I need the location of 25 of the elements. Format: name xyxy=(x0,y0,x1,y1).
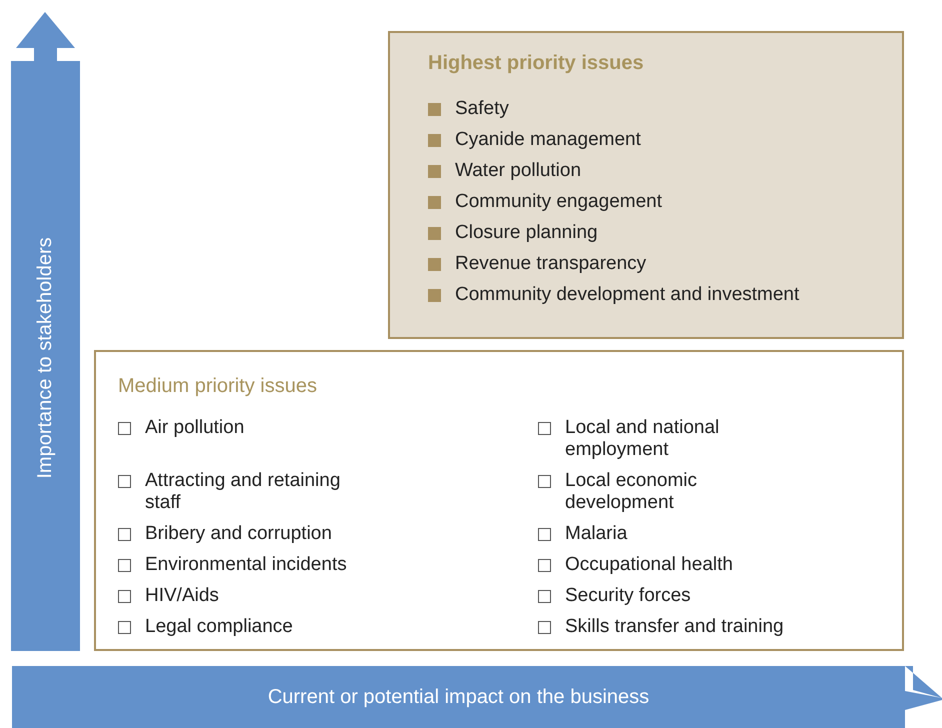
box-heading: Highest priority issues xyxy=(428,51,644,76)
issue-item: Closure planning xyxy=(455,222,598,244)
issue-item: Revenue transparency xyxy=(455,253,646,275)
axis-label: Importance to stakeholders xyxy=(33,237,57,479)
issue-item: Environmental incidents xyxy=(145,554,347,576)
issue-item: HIV/Aids xyxy=(145,585,219,607)
issue-item: Cyanide management xyxy=(455,129,641,151)
issue-item: Safety xyxy=(455,98,509,120)
issue-item: Attracting and retaining staff xyxy=(145,470,342,514)
issue-item: Local and national employment xyxy=(565,417,720,461)
issue-item: Malaria xyxy=(565,523,628,545)
issue-item: Occupational health xyxy=(565,554,733,576)
issue-item: Water pollution xyxy=(455,160,582,182)
priority-box xyxy=(388,31,904,339)
issue-item: Skills transfer and training xyxy=(565,616,784,638)
issue-item: Local economic development xyxy=(565,470,698,514)
issue-item: Security forces xyxy=(565,585,691,607)
issue-item: Bribery and corruption xyxy=(145,523,332,545)
axis-label: Current or potential impact on the business xyxy=(268,685,650,710)
box-heading: Medium priority issues xyxy=(118,374,317,399)
issue-item: Air pollution xyxy=(145,417,244,439)
issue-item: Community development and investment xyxy=(455,284,800,306)
issue-item: Community engagement xyxy=(455,191,662,213)
priority-box xyxy=(94,350,904,651)
issue-item: Legal compliance xyxy=(145,616,293,638)
